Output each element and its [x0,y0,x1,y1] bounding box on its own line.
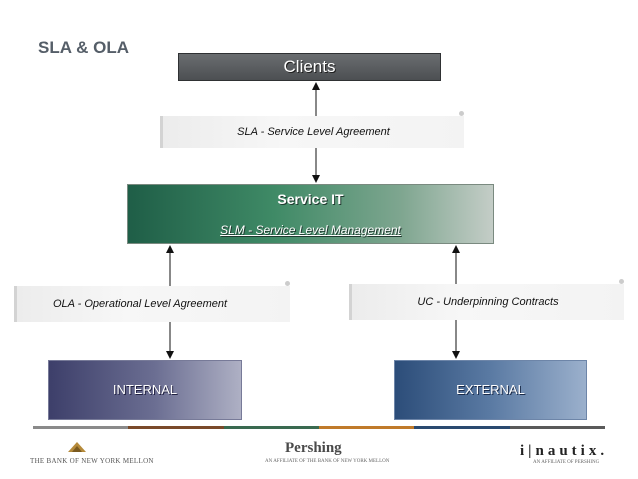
ola-label-box: OLA - Operational Level Agreement [14,286,290,322]
stripe-segment [318,426,415,429]
clients-label: Clients [283,57,336,76]
footer-color-stripe [33,426,605,429]
decor-dot [459,111,464,116]
bny-mellon-logo-icon [68,442,86,452]
stripe-segment [223,426,319,429]
ola-label: OLA - Operational Level Agreement [53,298,228,310]
sla-label-box: SLA - Service Level Agreement [160,116,464,148]
external-box: EXTERNAL [394,360,587,420]
pershing-logo: Pershing [285,440,342,456]
internal-label: INTERNAL [112,382,178,397]
service-it-box: Service IT SLM - Service Level Managemen… [127,184,494,244]
pershing-subtitle: AN AFFILIATE OF THE BANK OF NEW YORK MEL… [265,459,390,464]
stripe-segment [509,426,605,429]
stripe-segment [33,426,129,429]
service-it-label: Service IT [277,191,344,207]
slm-label: SLM - Service Level Management [220,223,401,237]
internal-box: INTERNAL [48,360,242,420]
uc-label-box: UC - Underpinning Contracts [349,284,624,320]
external-label: EXTERNAL [456,382,525,397]
inautix-logo: i|nautix. [520,443,609,459]
stripe-segment [414,426,510,429]
inautix-subtitle: AN AFFILIATE OF PERSHING [533,460,600,465]
sla-label: SLA - Service Level Agreement [237,126,390,138]
stripe-segment [128,426,224,429]
page-title: SLA & OLA [38,38,129,57]
uc-label: UC - Underpinning Contracts [417,296,559,308]
clients-box: Clients [178,53,441,81]
decor-dot [285,281,290,286]
bny-mellon-text: THE BANK OF NEW YORK MELLON [30,457,154,465]
decor-dot [619,279,624,284]
